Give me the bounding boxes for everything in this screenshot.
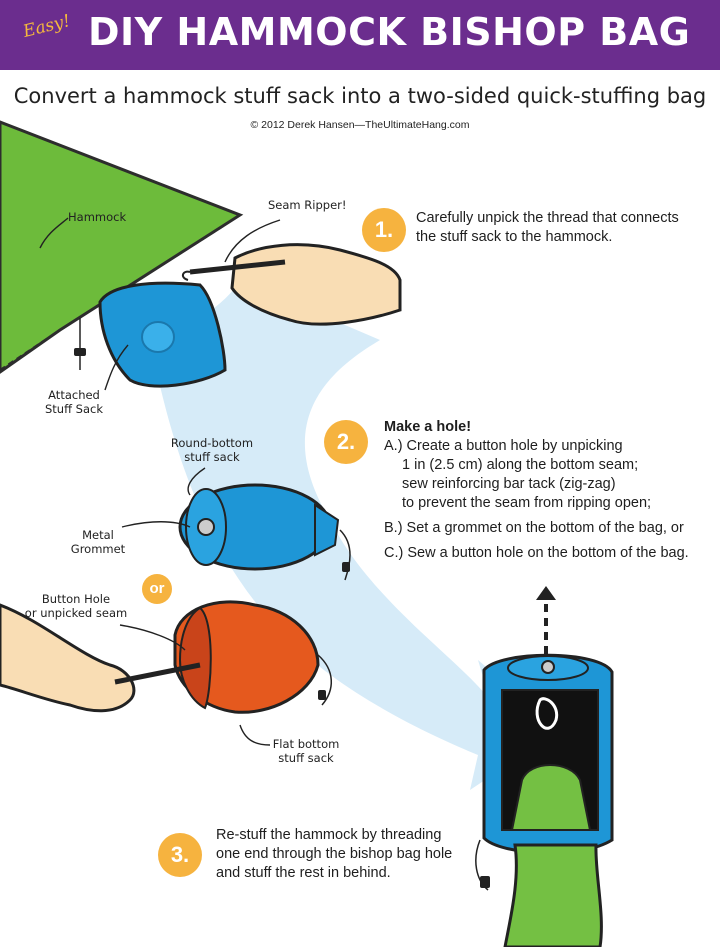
page-subtitle: Convert a hammock stuff sack into a two-… [13, 84, 707, 108]
step2-a2: 1 in (2.5 cm) along the bottom seam; [402, 457, 639, 473]
header-banner: Easy! DIY HAMMOCK BISHOP BAG [0, 0, 720, 70]
flat-line1: Flat bottom [272, 737, 340, 751]
step2-b: B.) Set a grommet on the bottom of the b… [384, 520, 684, 536]
button-hole-label: Button Hole or unpicked seam [22, 592, 130, 620]
flat-bottom-label: Flat bottom stuff sack [262, 737, 350, 765]
copyright-credit: © 2012 Derek Hansen—TheUltimateHang.com [250, 119, 470, 131]
round-bottom-label: Round-bottom stuff sack [168, 436, 256, 464]
metal-grommet-label: Metal Grommet [70, 528, 126, 556]
button-line1: Button Hole [41, 592, 111, 606]
seam-ripper-hand [182, 219, 402, 326]
step1-line2: the stuff sack to the hammock. [416, 229, 613, 245]
step2-a3: sew reinforcing bar tack (zig-zag) [402, 476, 616, 492]
step2-a1: A.) Create a button hole by unpicking [384, 438, 623, 454]
metal-line2: Grommet [70, 542, 126, 556]
bishop-bag-drawing [475, 586, 614, 947]
hammock-label: Hammock [68, 210, 127, 224]
seam-ripper-label: Seam Ripper! [268, 198, 347, 212]
step3-text: Re-stuff the hammock by threading one en… [216, 826, 476, 883]
attached-stuff-sack-label: Attached Stuff Sack [34, 388, 114, 416]
metal-line1: Metal [82, 528, 114, 542]
step2-a4: to prevent the seam from ripping open; [402, 495, 652, 511]
round-line1: Round-bottom [170, 436, 254, 450]
page-title: DIY HAMMOCK BISHOP BAG [88, 10, 691, 54]
step1-line1: Carefully unpick the thread that connect… [416, 210, 679, 226]
step3-line3: and stuff the rest in behind. [216, 865, 391, 881]
button-line2: or unpicked seam [24, 606, 128, 620]
attached-stuff-sack-drawing [74, 281, 227, 388]
step3-line2: one end through the bishop bag hole [216, 846, 453, 862]
hand-with-ripper [0, 603, 201, 713]
attached-line1: Attached [48, 388, 100, 402]
step2-text: Make a hole! A.) Create a button hole by… [384, 418, 714, 563]
flow-arrow [150, 280, 560, 790]
step3-number: 3. [158, 833, 202, 877]
step2-number: 2. [324, 420, 368, 464]
attached-line2: Stuff Sack [44, 402, 103, 416]
round-bottom-sack-drawing [178, 483, 351, 581]
step2-c: C.) Sew a button hole on the bottom of t… [384, 545, 689, 561]
step1-number: 1. [362, 208, 406, 252]
or-badge: or [142, 574, 172, 604]
step3-line1: Re-stuff the hammock by threading [216, 827, 442, 843]
step2-heading: Make a hole! [384, 419, 472, 435]
hammock-leader [39, 217, 69, 249]
flat-line2: stuff sack [278, 751, 334, 765]
flat-bottom-sack-drawing [173, 600, 332, 714]
step1-text: Carefully unpick the thread that connect… [416, 209, 706, 247]
round-line2: stuff sack [184, 450, 240, 464]
